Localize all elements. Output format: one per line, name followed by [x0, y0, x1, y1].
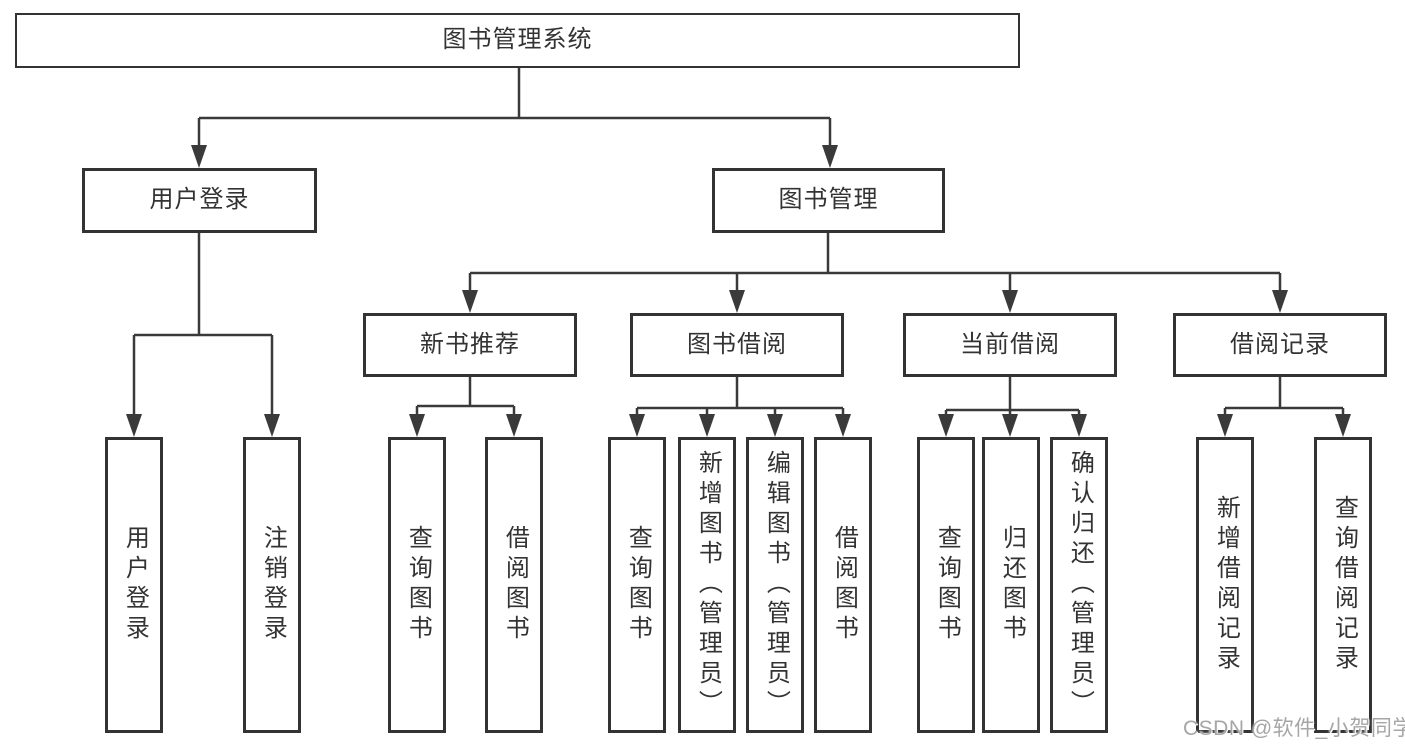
csdn-watermark: CSDN @软件_小贺同学	[1183, 717, 1405, 740]
leaf-edit-book-admin: 编辑图书（管理员）	[746, 437, 804, 733]
arrow-down-icon	[822, 145, 838, 168]
leaf-confirm-return-admin: 确认归还（管理员）	[1050, 437, 1108, 733]
leaf-query-borrow-record: 查询借阅记录	[1314, 437, 1372, 733]
arrow-down-icon	[1217, 414, 1233, 437]
node-book-management: 图书管理	[712, 168, 945, 233]
node-root-library-management-system: 图书管理系统	[15, 13, 1020, 68]
leaf-return-book: 归还图书	[982, 437, 1040, 733]
node-current-borrow: 当前借阅	[903, 313, 1117, 377]
arrow-down-icon	[938, 414, 954, 437]
arrow-down-icon	[835, 414, 851, 437]
node-book-borrow: 图书借阅	[630, 313, 844, 377]
arrow-down-icon	[191, 145, 207, 168]
leaf-user-login: 用户登录	[105, 437, 163, 733]
leaf-add-book-admin: 新增图书（管理员）	[678, 437, 736, 733]
node-user-login: 用户登录	[82, 168, 317, 233]
arrow-down-icon	[729, 290, 745, 313]
leaf-borrow-query-book: 查询图书	[608, 437, 666, 733]
node-new-book-recommend: 新书推荐	[363, 313, 577, 377]
arrow-down-icon	[462, 290, 478, 313]
leaf-newbook-borrow-book: 借阅图书	[485, 437, 543, 733]
arrow-down-icon	[409, 414, 425, 437]
leaf-current-query-book: 查询图书	[917, 437, 975, 733]
arrow-down-icon	[264, 414, 280, 437]
leaf-logout: 注销登录	[243, 437, 301, 733]
arrow-down-icon	[699, 414, 715, 437]
arrow-down-icon	[126, 414, 142, 437]
leaf-newbook-query-book: 查询图书	[388, 437, 446, 733]
arrow-down-icon	[1002, 290, 1018, 313]
arrow-down-icon	[1002, 414, 1018, 437]
node-borrow-record: 借阅记录	[1173, 313, 1387, 377]
arrow-down-icon	[1071, 414, 1087, 437]
arrow-down-icon	[1272, 290, 1288, 313]
arrow-down-icon	[1335, 414, 1351, 437]
arrow-down-icon	[767, 414, 783, 437]
arrow-down-icon	[629, 414, 645, 437]
leaf-borrow-book: 借阅图书	[814, 437, 872, 733]
leaf-add-borrow-record: 新增借阅记录	[1196, 437, 1254, 733]
arrow-down-icon	[506, 414, 522, 437]
